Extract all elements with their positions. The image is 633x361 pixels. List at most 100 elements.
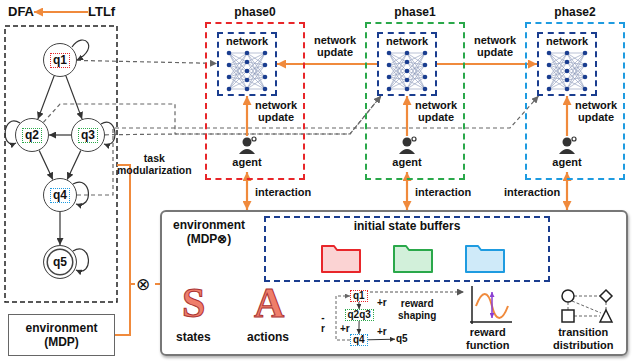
connector <box>437 63 537 65</box>
network-neuron <box>245 60 250 65</box>
edge-label: -r <box>320 312 326 334</box>
annotation: reward shaping <box>398 298 436 322</box>
drawing-rect <box>562 310 574 322</box>
network-link <box>567 62 585 77</box>
formula-title: LTLf <box>88 4 115 20</box>
network-link <box>247 77 265 89</box>
node-text: q2q3 <box>348 310 371 320</box>
network-neuron <box>423 63 428 68</box>
edge-label: interaction <box>503 186 561 198</box>
network-link <box>407 62 425 77</box>
network-link <box>567 89 585 90</box>
node-text: network <box>379 35 435 48</box>
node-text: network <box>539 35 595 48</box>
network-link <box>407 65 425 80</box>
network-neuron <box>583 63 588 68</box>
network-link <box>247 65 265 71</box>
product-bracket <box>115 165 160 335</box>
network-neuron <box>423 87 428 92</box>
node-text: q3 <box>78 128 98 143</box>
network-link <box>549 53 567 54</box>
drawing-path <box>5 121 20 144</box>
dfa-state-box: q1 <box>350 290 368 302</box>
network-link <box>567 71 585 89</box>
network-link <box>549 65 567 80</box>
dfa-frame <box>5 26 117 302</box>
network-neuron <box>227 63 232 68</box>
network-neuron <box>227 87 232 92</box>
network-neuron <box>565 69 570 74</box>
dfa-state: q5 <box>43 245 77 279</box>
agent-head <box>403 138 412 147</box>
node-text: agent <box>542 156 592 169</box>
network-neuron <box>263 75 268 80</box>
edge-label: interaction <box>254 186 312 198</box>
network-link <box>407 53 425 89</box>
network-link <box>549 53 567 89</box>
network-link <box>407 77 425 89</box>
connector <box>66 76 82 119</box>
node-text: environment (MDP⊗) <box>166 218 252 246</box>
network-neuron <box>547 51 552 56</box>
network-link <box>549 62 567 89</box>
dfa-state: q3 <box>71 118 105 152</box>
dfa-state: q1 <box>43 43 77 77</box>
dfa-state: q2 <box>15 118 49 152</box>
network-neuron <box>583 75 588 80</box>
edge-label: interaction <box>414 186 472 198</box>
drawing-path <box>115 165 130 335</box>
network-neuron <box>387 63 392 68</box>
drawing-path <box>600 290 612 302</box>
network-link <box>567 65 585 89</box>
drawing-path <box>394 246 432 272</box>
connector <box>358 302 359 309</box>
agent: agent <box>542 136 592 172</box>
node-text: q5 <box>51 256 69 269</box>
connector <box>77 60 217 63</box>
agent-head <box>563 138 572 147</box>
network-link <box>247 89 265 90</box>
phase-box: phase0networkagent <box>205 22 305 180</box>
network-link <box>229 71 247 89</box>
connector <box>67 150 81 179</box>
connector <box>368 339 395 341</box>
states-icon: S <box>182 280 205 326</box>
node-text: agent <box>382 156 432 169</box>
icon-caption: states <box>176 330 211 344</box>
node-text: LTLf <box>88 4 115 20</box>
network-neuron <box>547 63 552 68</box>
connector <box>39 150 53 179</box>
network-link <box>247 65 265 89</box>
node-text: environment (MDP) <box>20 321 104 349</box>
network-link <box>407 53 425 89</box>
network-link <box>247 65 265 80</box>
network-link <box>389 65 407 80</box>
network-link <box>247 62 265 77</box>
connector <box>277 63 377 65</box>
connector <box>49 134 71 135</box>
connector <box>77 96 539 195</box>
network-link <box>407 80 425 89</box>
dfa-state-box: q2q3 <box>345 309 374 321</box>
network-link <box>407 65 425 71</box>
network-box: network <box>377 32 437 96</box>
network-neuron <box>565 51 570 56</box>
dfa-state: q4 <box>43 178 77 212</box>
network-link <box>229 53 247 89</box>
connector <box>566 96 568 136</box>
icon-caption: transition distribution <box>553 326 614 352</box>
agent-gear <box>252 137 256 141</box>
node-text: q1 <box>50 53 70 68</box>
self-loops <box>5 40 115 271</box>
network-neuron <box>387 75 392 80</box>
dfa-state-box: q4 <box>350 334 368 346</box>
agent: agent <box>382 136 432 172</box>
drawing-path <box>73 182 88 204</box>
node-text: initial state buffers <box>266 219 548 233</box>
network-neuron <box>263 63 268 68</box>
connector <box>406 96 408 136</box>
connector <box>59 212 60 245</box>
network-neuron <box>405 69 410 74</box>
node-text: phase0 <box>207 5 303 19</box>
network-link <box>247 53 265 80</box>
